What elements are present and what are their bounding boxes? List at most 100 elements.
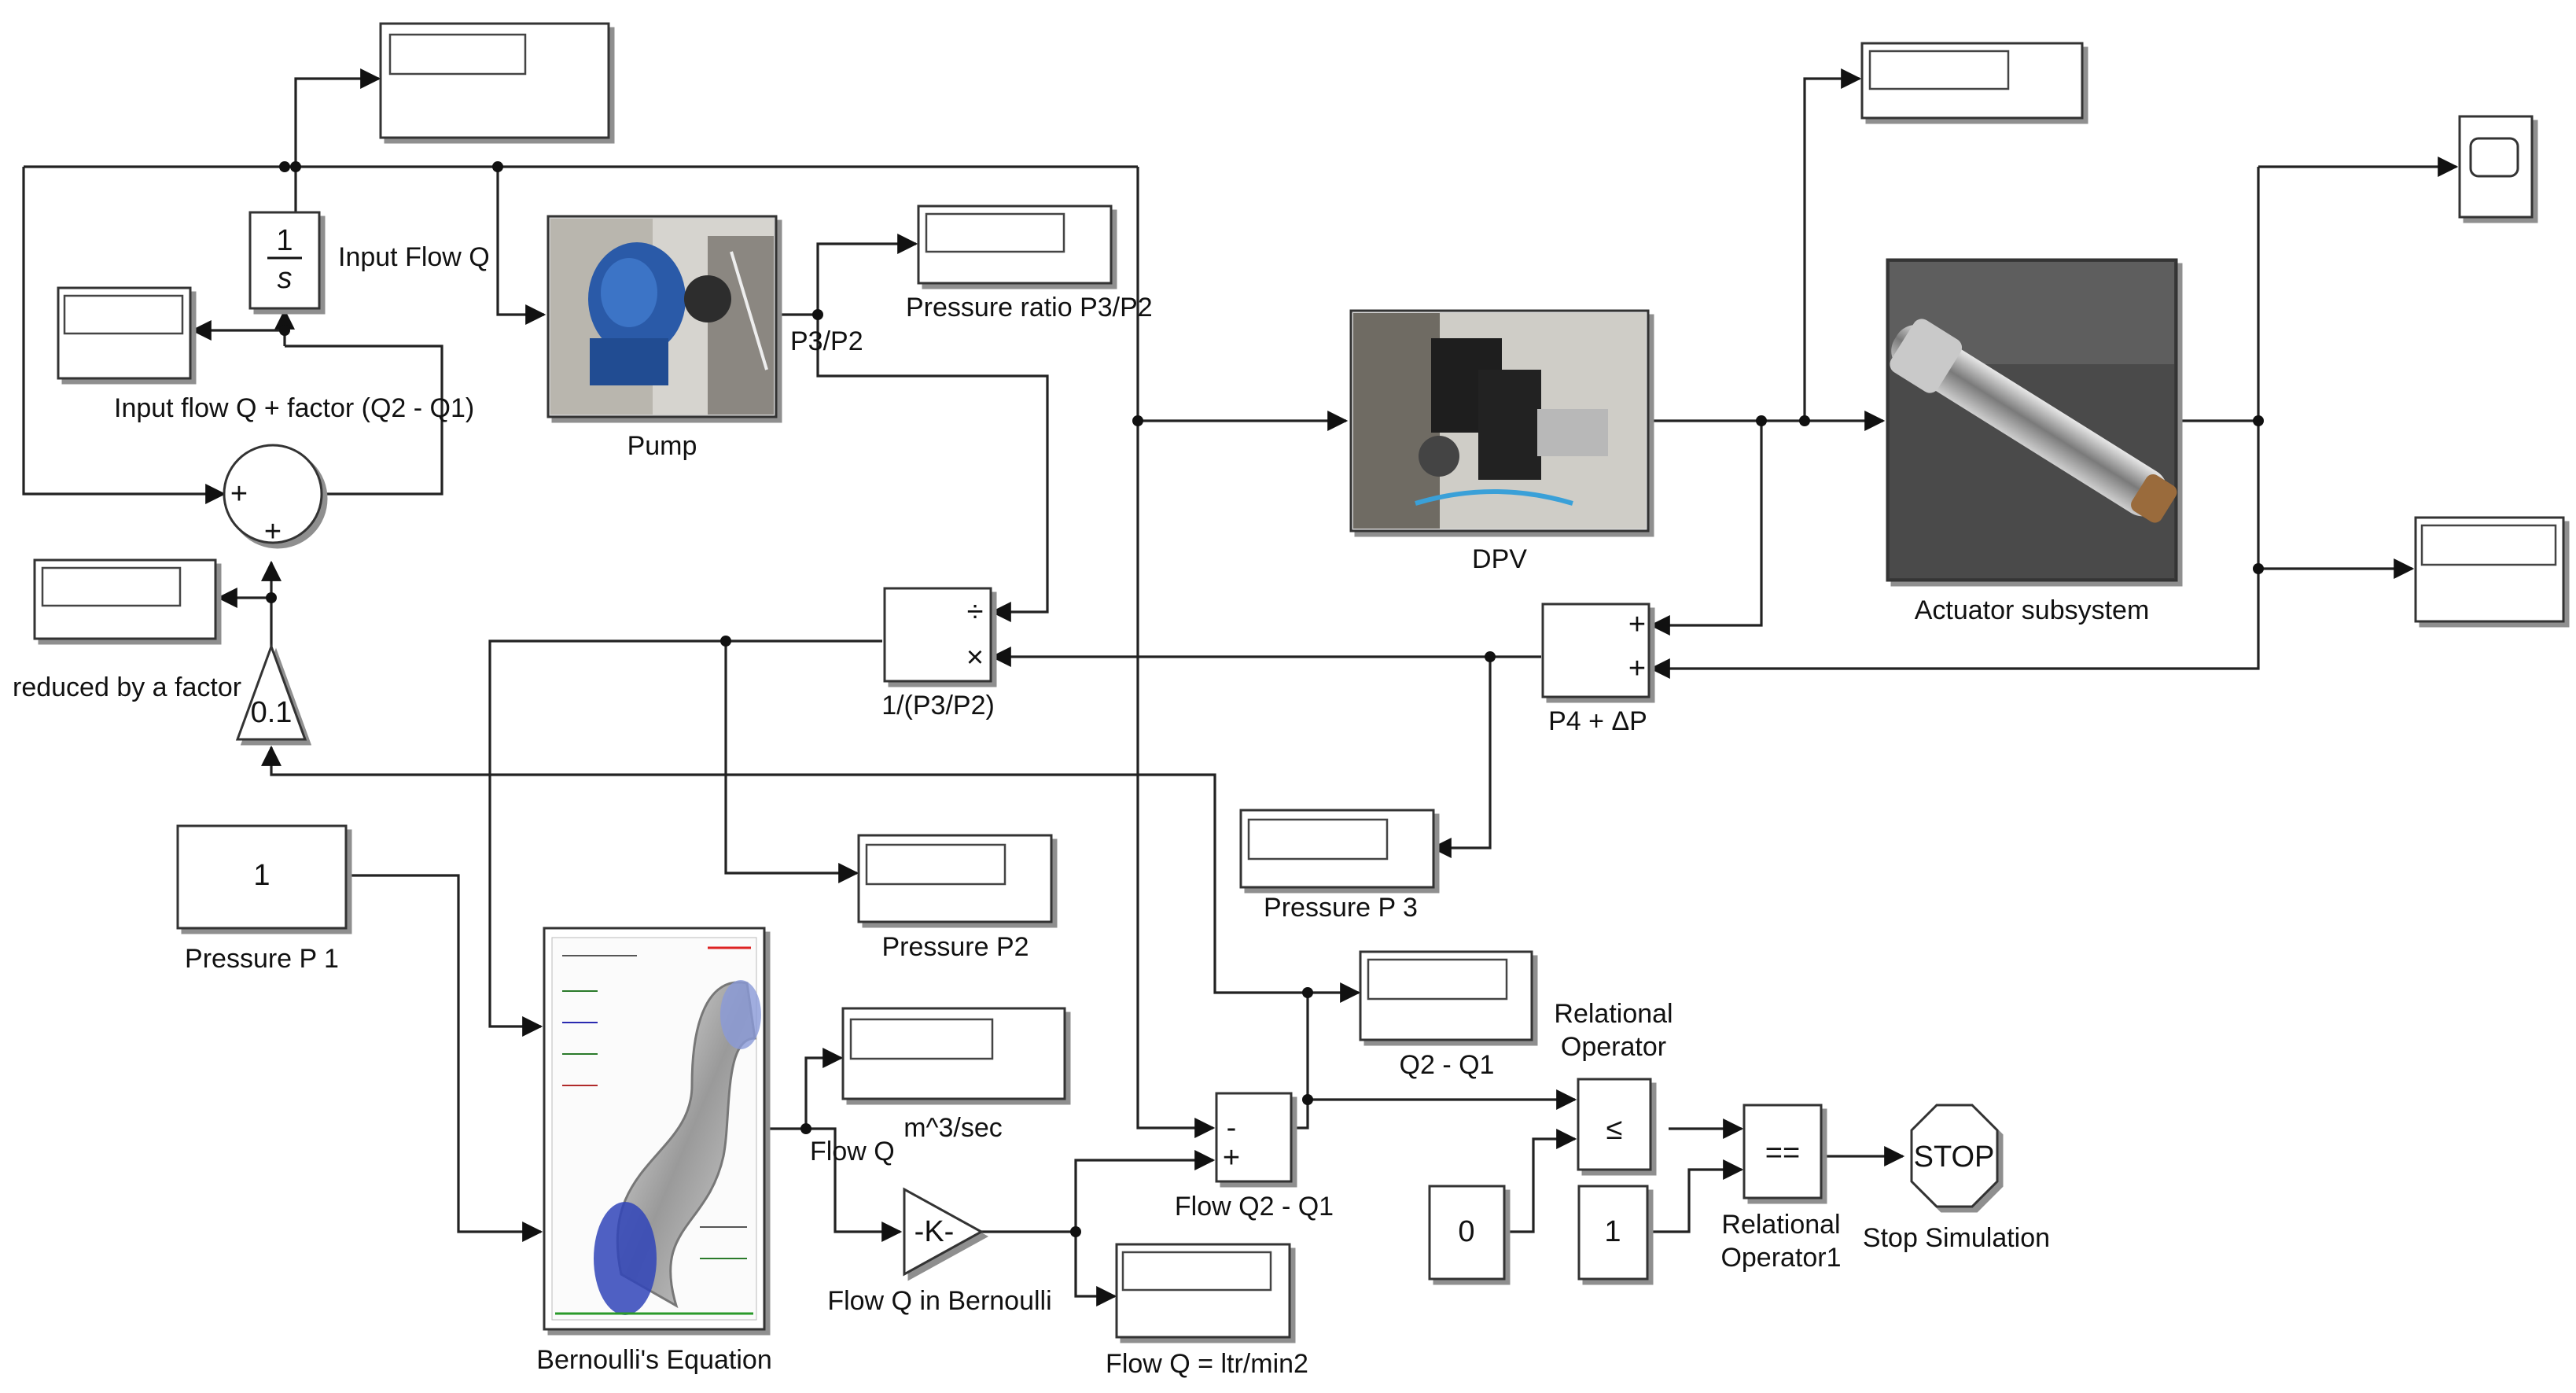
junction-dot	[1302, 987, 1313, 998]
junction-dot	[2253, 563, 2264, 574]
label-q2-q1: Q2 - Q1	[1400, 1050, 1495, 1080]
bernoulli-equation-block[interactable]	[543, 927, 766, 1331]
multiply-port: ×	[966, 641, 984, 674]
line-to-flow-ltr	[1074, 1232, 1117, 1306]
line-to-m3-sec	[764, 1048, 844, 1130]
constant-zero-block[interactable]: 0	[1428, 1185, 1506, 1281]
display-flow-ltr[interactable]	[1115, 1243, 1291, 1339]
junction-dot	[1132, 415, 1143, 426]
label-flow-q-ltr: Flow Q = ltr/min2	[1106, 1349, 1308, 1379]
line-dpv-to-p4	[1649, 421, 1763, 636]
label-relational-operator1: Relational	[1721, 1210, 1840, 1240]
label-actuator: Actuator subsystem	[1915, 595, 2150, 625]
constant-value: 0	[1458, 1215, 1474, 1248]
label-inv-ratio: 1/(P3/P2)	[881, 691, 995, 720]
junction-dot	[812, 309, 823, 320]
dpv-block[interactable]	[1349, 309, 1650, 533]
label-pressure-p1: Pressure P 1	[185, 944, 339, 974]
display-pressure-p3[interactable]	[1239, 809, 1435, 889]
line-product-to-bernoulli	[488, 639, 882, 1037]
label-p4-dp: P4 + ΔP	[1548, 706, 1647, 736]
label-m3-sec: m^3/sec	[903, 1113, 1003, 1143]
gain-0.1-block[interactable]: 0.1	[235, 643, 307, 741]
sum-port-plus: +	[230, 477, 248, 510]
line-bus-to-flow-sub	[1136, 167, 1216, 1138]
display-actuator[interactable]	[2414, 516, 2565, 623]
sum-port-plus: +	[264, 515, 282, 548]
stop-sign-icon	[1910, 1104, 1999, 1208]
label-pressure-p3: Pressure P 3	[1264, 893, 1418, 923]
label-relational-operator1: Operator1	[1720, 1243, 1841, 1273]
line-bus-to-pump	[496, 167, 546, 325]
label-flow-q-port: Flow Q	[810, 1137, 895, 1166]
junction-dot	[492, 161, 503, 172]
label-input-flow-factor: Input flow Q + factor (Q2 - Q1)	[114, 393, 474, 423]
flow-q2-q1-subtract-block[interactable]: - +	[1215, 1092, 1293, 1183]
label-stop-simulation: Stop Simulation	[1863, 1223, 2050, 1253]
stop-simulation-block[interactable]: STOP	[1910, 1104, 1999, 1208]
display-q2-q1[interactable]	[1359, 950, 1533, 1041]
constant-value: 1	[1604, 1215, 1621, 1248]
gain-k-block[interactable]: -K-	[903, 1187, 984, 1277]
gain-k-value: -K-	[914, 1215, 955, 1248]
label-flow-q-bernoulli: Flow Q in Bernoulli	[827, 1286, 1051, 1316]
actuator-subsystem-block[interactable]	[1879, 258, 2184, 582]
line-to-pressure-ratio	[776, 234, 918, 316]
display-block-1[interactable]	[379, 22, 610, 139]
junction-dot	[279, 161, 290, 172]
junction-dot	[800, 1123, 811, 1134]
scope-block[interactable]	[2458, 115, 2534, 219]
display-block-3[interactable]	[33, 558, 217, 640]
line-to-pressure-p2	[724, 641, 859, 883]
line-zero-to-relational	[1504, 1129, 1577, 1233]
label-reduced-by-factor: reduced by a factor	[13, 673, 241, 702]
relational-operator-block[interactable]: ≤	[1577, 1078, 1652, 1171]
display-pressure-p2[interactable]	[857, 834, 1053, 923]
less-equal-symbol: ≤	[1606, 1113, 1623, 1146]
line-to-relational-le	[1294, 1089, 1577, 1130]
sum-block[interactable]: + +	[223, 444, 323, 548]
junction-dot	[279, 325, 290, 336]
pump-block[interactable]	[546, 215, 778, 418]
label-pressure-ratio: Pressure ratio P3/P2	[906, 293, 1153, 322]
junction-dot	[290, 161, 301, 172]
display-dpv[interactable]	[1860, 42, 2084, 120]
stop-text: STOP	[1914, 1141, 1995, 1174]
junction-dot	[1302, 1094, 1313, 1105]
integrator-denominator: s	[278, 262, 293, 295]
line-gain-to-flow-sub	[981, 1150, 1216, 1233]
label-input-flow-q: Input Flow Q	[338, 242, 490, 272]
line-to-display-1	[294, 68, 381, 167]
line-bus-to-sum	[22, 167, 226, 504]
junction-dot	[1485, 651, 1496, 662]
label-dpv: DPV	[1472, 544, 1527, 574]
display-m3-sec[interactable]	[841, 1007, 1066, 1100]
display-pressure-ratio[interactable]	[917, 205, 1113, 285]
label-flow-q2-q1: Flow Q2 - Q1	[1175, 1192, 1334, 1222]
line-sum-feedback	[285, 345, 443, 496]
minus-port: -	[1227, 1111, 1237, 1144]
line-to-display-dpv	[1803, 68, 1862, 421]
line-to-pressure-p3	[1430, 657, 1492, 858]
line-to-gain-k	[806, 1127, 903, 1242]
junction-dot	[266, 592, 277, 603]
product-block[interactable]: ÷ ×	[883, 587, 992, 683]
label-pump: Pump	[627, 431, 697, 461]
display-block-2[interactable]	[57, 286, 192, 380]
junction-dot	[2253, 415, 2264, 426]
label-p3-p2-port: P3/P2	[790, 326, 863, 356]
constant-one-block[interactable]: 1	[1577, 1185, 1649, 1281]
p4-plus-dp-block[interactable]: + +	[1541, 603, 1650, 698]
constant-pressure-p1-block[interactable]: 1	[176, 824, 348, 930]
divide-port: ÷	[967, 595, 984, 628]
junction-dot	[1756, 415, 1767, 426]
cylinder-rod-icon	[1890, 319, 2177, 523]
relational-operator1-block[interactable]: ==	[1742, 1104, 1823, 1200]
line-feedback-to-gain	[261, 745, 1308, 994]
line-to-q2-q1-display	[1306, 982, 1361, 1100]
sum-port-plus: +	[1628, 652, 1646, 685]
integrator-block[interactable]: 1 s	[248, 211, 321, 310]
gain-value: 0.1	[251, 696, 293, 729]
label-pressure-p2: Pressure P2	[881, 932, 1029, 962]
